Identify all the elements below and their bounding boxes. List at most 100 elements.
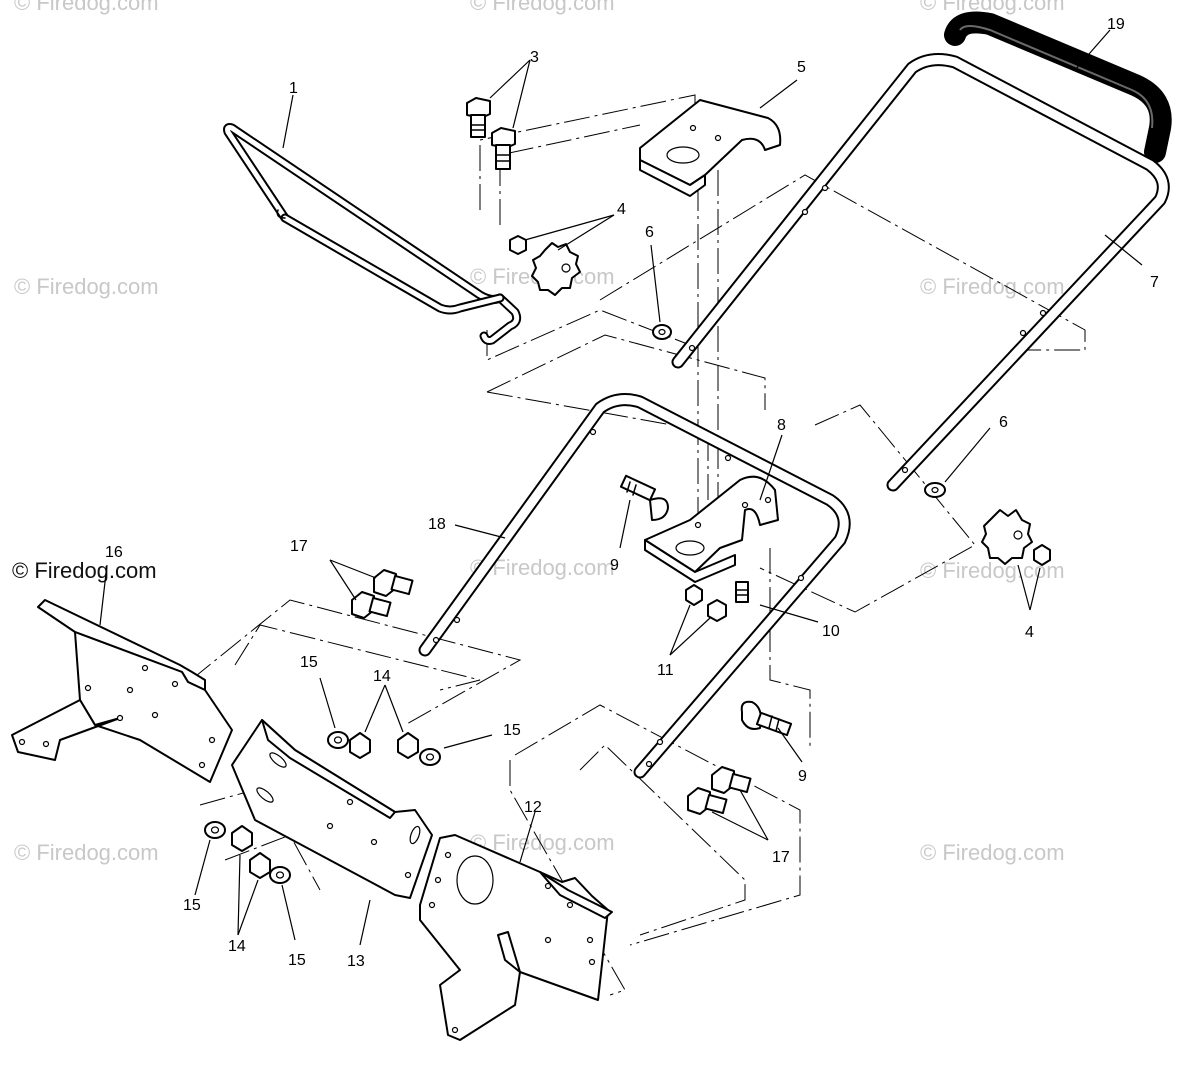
mount-hole xyxy=(688,344,696,352)
bracket-hole xyxy=(42,740,50,748)
bracket-hole xyxy=(675,540,705,556)
part-14-nut xyxy=(231,825,253,852)
bolt xyxy=(491,127,516,170)
nut xyxy=(397,732,419,759)
control-rod-hook xyxy=(276,209,286,219)
leader-lines xyxy=(99,29,1143,946)
guide-line xyxy=(759,404,976,613)
bracket-base xyxy=(644,539,736,583)
leader-17 xyxy=(329,559,377,579)
part-9-carriage-bolt-lower xyxy=(740,700,793,737)
callout-15: 15 xyxy=(183,897,201,914)
star-knob xyxy=(531,242,581,296)
part-14-nut xyxy=(249,852,271,879)
part-14-nut xyxy=(397,732,419,759)
washer-hole xyxy=(275,871,285,879)
leader-11 xyxy=(669,604,691,656)
leader-10 xyxy=(759,604,819,623)
bolt-shank xyxy=(470,114,486,138)
callout-15: 15 xyxy=(503,722,521,739)
leader-4b xyxy=(1029,567,1041,611)
part-7-upper-handle xyxy=(671,53,1170,492)
bracket-hole xyxy=(18,738,26,746)
callout-5: 5 xyxy=(797,59,806,76)
knob-hole xyxy=(561,263,571,273)
leader-13 xyxy=(359,899,371,946)
callout-7: 7 xyxy=(1150,274,1159,291)
callout-8: 8 xyxy=(777,417,786,434)
leader-15 xyxy=(194,839,211,896)
plate-body xyxy=(419,834,609,1041)
part-12-right-plate xyxy=(419,834,613,1041)
knob-hole xyxy=(1013,530,1023,540)
plate-large-hole xyxy=(456,855,494,905)
lower-handle-tube xyxy=(418,393,851,779)
cap-body xyxy=(639,99,782,186)
plate-hole xyxy=(544,936,552,944)
slot xyxy=(409,825,421,845)
bolt-thread xyxy=(768,715,773,729)
part-14-nut xyxy=(349,732,371,759)
guide-line xyxy=(159,599,522,726)
callout-14: 14 xyxy=(373,668,391,685)
plate-tab xyxy=(539,871,613,919)
callout-9: 9 xyxy=(610,557,619,574)
mount-hole xyxy=(821,184,829,192)
callout-17: 17 xyxy=(290,538,308,555)
plate-hole xyxy=(586,936,594,944)
leader-15 xyxy=(443,734,493,749)
bracket-hole xyxy=(116,714,124,722)
guide-line xyxy=(514,704,801,946)
leader-14 xyxy=(384,684,404,733)
bolt xyxy=(711,766,752,794)
plate-hole xyxy=(444,851,452,859)
leader-3 xyxy=(512,59,531,129)
callout-19: 19 xyxy=(1107,16,1125,33)
mount-hole xyxy=(724,454,732,462)
leader-8 xyxy=(759,434,783,501)
guide-line xyxy=(486,309,691,361)
part-1-control-rod xyxy=(223,123,522,345)
bolt xyxy=(373,569,414,597)
bolt xyxy=(687,787,728,815)
bolt-shank xyxy=(728,772,752,794)
part-16-left-bracket xyxy=(11,599,233,783)
leader-11 xyxy=(669,617,711,656)
plate-cutout xyxy=(497,931,521,973)
bolt xyxy=(351,591,392,619)
callout-13: 13 xyxy=(347,953,365,970)
bolt-shank xyxy=(368,596,392,618)
cap-hole xyxy=(714,134,722,142)
mount-hole xyxy=(656,738,664,746)
leader-9 xyxy=(619,499,631,549)
leader-9b xyxy=(777,727,803,763)
bolt-thread xyxy=(632,484,637,496)
part-8-center-bracket xyxy=(644,475,779,583)
star-knob xyxy=(981,509,1033,565)
nut xyxy=(685,584,703,606)
callout-17: 17 xyxy=(772,849,790,866)
cap-hole xyxy=(689,124,697,132)
leader-16 xyxy=(99,564,108,626)
leader-5 xyxy=(759,79,798,109)
part-4-knob-upper xyxy=(509,235,581,296)
callout-6: 6 xyxy=(999,414,1008,431)
mount-hole xyxy=(797,574,805,582)
part-17-bolts-upper xyxy=(351,569,414,619)
leader-12 xyxy=(519,811,536,863)
leader-4b xyxy=(1017,564,1031,611)
leader-18 xyxy=(454,524,506,539)
callout-9: 9 xyxy=(798,768,807,785)
slot xyxy=(269,752,287,768)
guide-line xyxy=(486,391,701,431)
part-11-nuts xyxy=(685,581,749,622)
nut xyxy=(707,599,727,622)
part-15-washer xyxy=(269,866,291,884)
leader-4 xyxy=(524,214,615,241)
leader-3 xyxy=(489,59,531,99)
bolt-shank xyxy=(619,474,657,502)
upper-handle-tube-inner xyxy=(673,55,1168,490)
washer-hole xyxy=(658,328,666,336)
callout-18: 18 xyxy=(428,516,446,533)
callout-14: 14 xyxy=(228,938,246,955)
